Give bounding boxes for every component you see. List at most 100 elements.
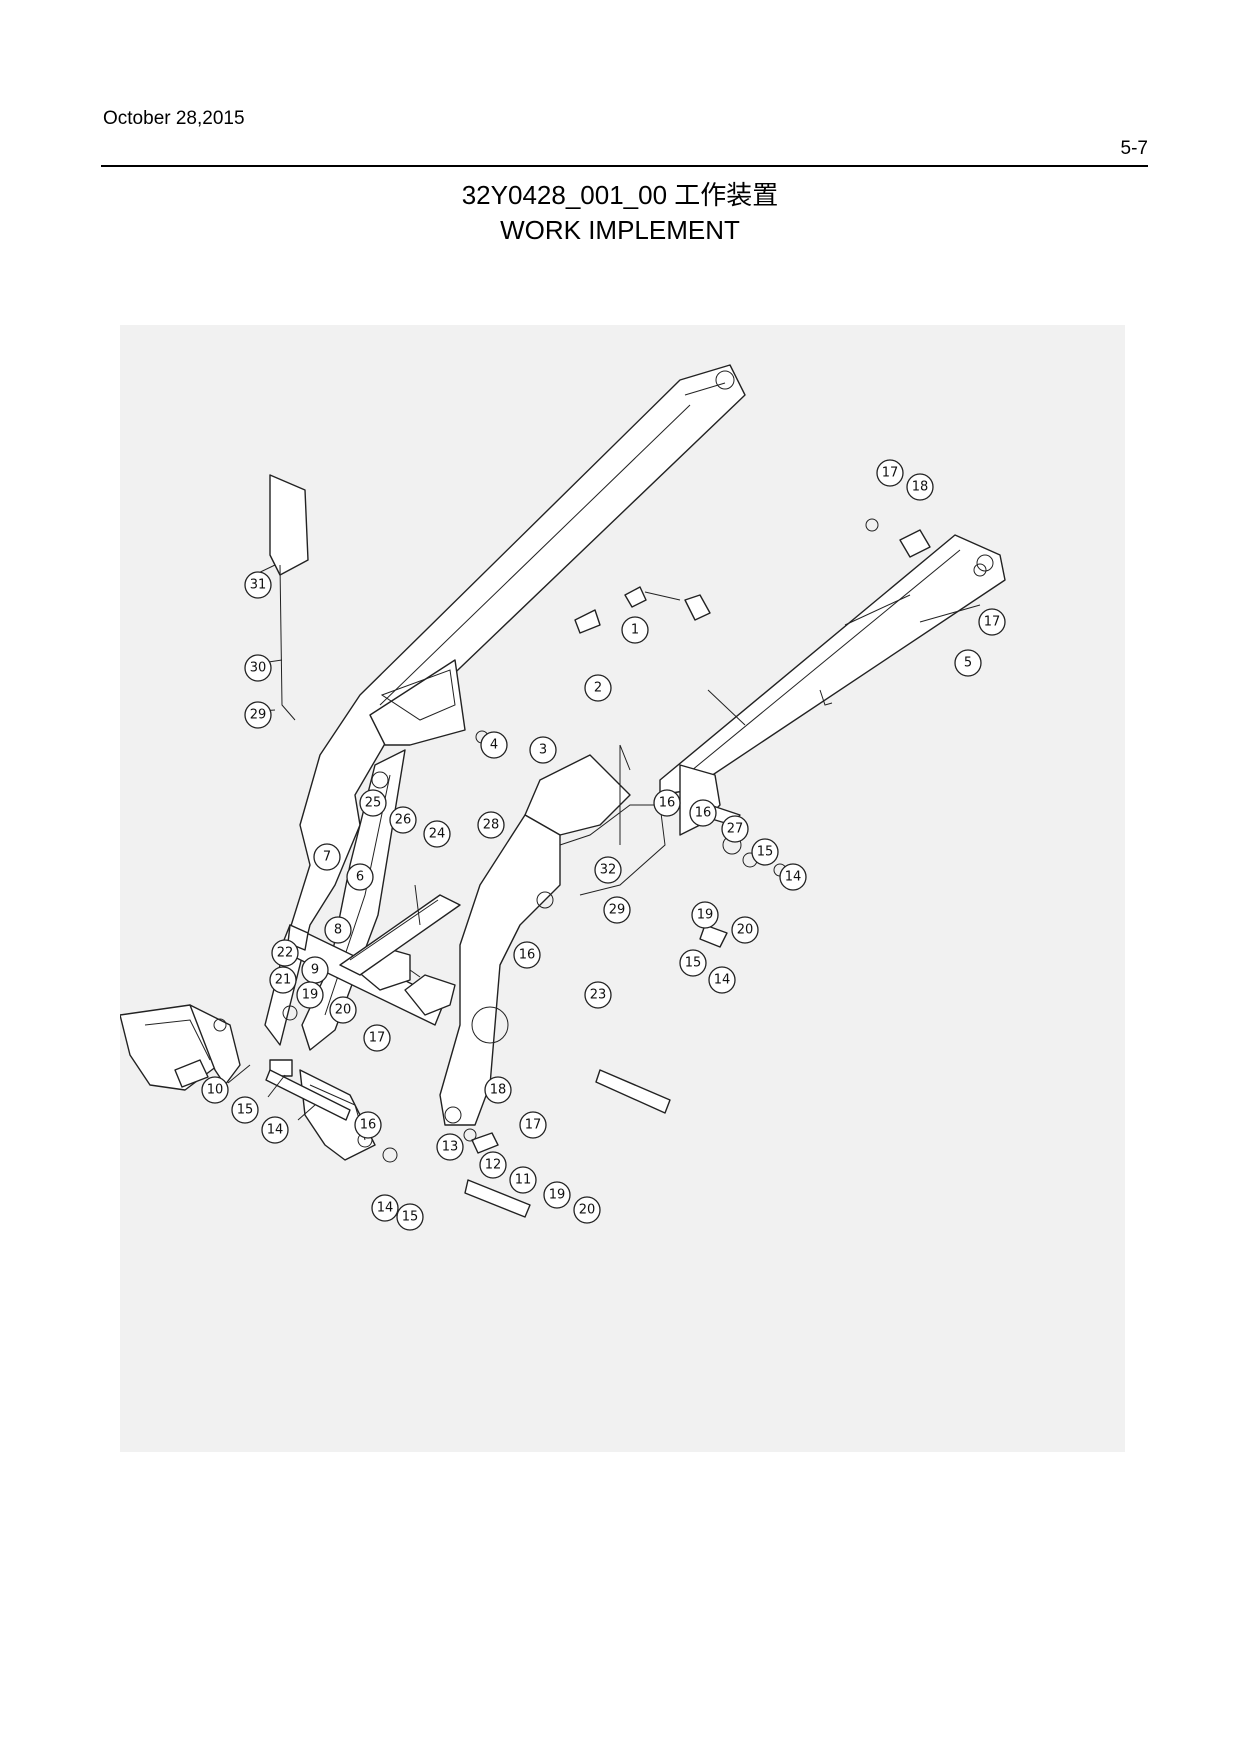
svg-text:20: 20 [335, 1003, 352, 1018]
left-boom-arm [264, 364, 746, 1046]
callout-19a: 19 [691, 901, 719, 929]
svg-text:14: 14 [714, 973, 731, 988]
callout-12: 12 [479, 1151, 507, 1179]
drawing-english-title: WORK IMPLEMENT [500, 215, 740, 245]
callout-30: 30 [244, 654, 272, 682]
svg-text:6: 6 [356, 870, 364, 885]
callout-17d: 17 [519, 1111, 547, 1139]
callout-15d: 15 [396, 1203, 424, 1231]
svg-text:31: 31 [250, 578, 267, 593]
right-boom-arm [659, 534, 1006, 796]
svg-text:16: 16 [695, 806, 712, 821]
callout-1: 1 [621, 616, 649, 644]
svg-text:19: 19 [697, 908, 714, 923]
svg-text:28: 28 [483, 818, 500, 833]
svg-text:16: 16 [360, 1118, 377, 1133]
svg-text:18: 18 [912, 480, 929, 495]
callout-11: 11 [509, 1166, 537, 1194]
callout-23: 23 [584, 981, 612, 1009]
svg-text:29: 29 [250, 708, 267, 723]
svg-text:16: 16 [659, 796, 676, 811]
svg-text:20: 20 [737, 923, 754, 938]
callout-27: 27 [721, 815, 749, 843]
svg-text:13: 13 [442, 1140, 459, 1155]
svg-text:2: 2 [594, 681, 602, 696]
callout-28: 28 [477, 811, 505, 839]
svg-text:18: 18 [490, 1083, 507, 1098]
callout-14d: 14 [371, 1194, 399, 1222]
callout-8: 8 [324, 916, 352, 944]
callout-14c: 14 [261, 1116, 289, 1144]
callout-16b: 16 [689, 799, 717, 827]
svg-text:14: 14 [377, 1201, 394, 1216]
svg-text:32: 32 [600, 863, 617, 878]
svg-text:17: 17 [882, 466, 899, 481]
callout-9: 9 [301, 956, 329, 984]
callout-17b: 17 [978, 608, 1006, 636]
svg-text:27: 27 [727, 822, 744, 837]
callout-18a: 18 [906, 473, 934, 501]
callout-7: 7 [313, 843, 341, 871]
svg-text:15: 15 [685, 956, 702, 971]
callout-20a: 20 [731, 916, 759, 944]
svg-text:22: 22 [277, 946, 294, 961]
svg-text:26: 26 [395, 813, 412, 828]
callout-15c: 15 [231, 1096, 259, 1124]
svg-text:16: 16 [519, 948, 536, 963]
callout-29a: 29 [244, 701, 272, 729]
callout-16a: 16 [653, 789, 681, 817]
svg-text:19: 19 [302, 988, 319, 1003]
svg-text:17: 17 [525, 1118, 542, 1133]
page-number: 5-7 [1120, 138, 1148, 159]
callout-19c: 19 [543, 1181, 571, 1209]
work-implement-exploded-diagram: 31 30 29 17 18 17 5 1 2 3 4 28 25 26 24 … [120, 364, 1006, 1231]
callout-2: 2 [584, 674, 612, 702]
callout-17a: 17 [876, 459, 904, 487]
svg-text:10: 10 [207, 1083, 224, 1098]
callout-32: 32 [594, 856, 622, 884]
svg-text:3: 3 [539, 743, 547, 758]
svg-text:14: 14 [785, 870, 802, 885]
cross-tube-assembly [279, 894, 461, 1026]
header-divider [101, 165, 1148, 167]
svg-text:11: 11 [515, 1173, 532, 1188]
callout-18b: 18 [484, 1076, 512, 1104]
svg-text:17: 17 [984, 615, 1001, 630]
callout-19b: 19 [296, 981, 324, 1009]
svg-text:1: 1 [631, 623, 639, 638]
svg-text:8: 8 [334, 923, 342, 938]
svg-text:15: 15 [402, 1210, 419, 1225]
callout-25: 25 [359, 789, 387, 817]
callout-22: 22 [271, 939, 299, 967]
callout-20b: 20 [329, 996, 357, 1024]
pins-and-bushings [174, 474, 987, 1218]
svg-text:20: 20 [579, 1203, 596, 1218]
svg-text:19: 19 [549, 1188, 566, 1203]
callout-3: 3 [529, 736, 557, 764]
callout-14a: 14 [779, 863, 807, 891]
svg-text:9: 9 [311, 963, 319, 978]
callout-14b: 14 [708, 966, 736, 994]
drawing-code-title: 32Y0428_001_00 工作装置 [461, 180, 779, 210]
svg-text:15: 15 [757, 845, 774, 860]
svg-text:12: 12 [485, 1158, 502, 1173]
callout-6: 6 [346, 863, 374, 891]
svg-text:21: 21 [275, 973, 292, 988]
svg-text:14: 14 [267, 1123, 284, 1138]
document-date: October 28,2015 [103, 108, 245, 129]
svg-text:17: 17 [369, 1031, 386, 1046]
svg-text:7: 7 [323, 850, 331, 865]
callout-26: 26 [389, 806, 417, 834]
callout-21: 21 [269, 966, 297, 994]
svg-text:29: 29 [609, 903, 626, 918]
svg-text:4: 4 [490, 738, 498, 753]
svg-text:15: 15 [237, 1103, 254, 1118]
svg-text:30: 30 [250, 661, 267, 676]
callout-17c: 17 [363, 1024, 391, 1052]
callout-10: 10 [201, 1076, 229, 1104]
callout-16c: 16 [513, 941, 541, 969]
callout-31: 31 [244, 571, 272, 599]
callout-20c: 20 [573, 1196, 601, 1224]
callout-13: 13 [436, 1133, 464, 1161]
callout-16d: 16 [354, 1111, 382, 1139]
